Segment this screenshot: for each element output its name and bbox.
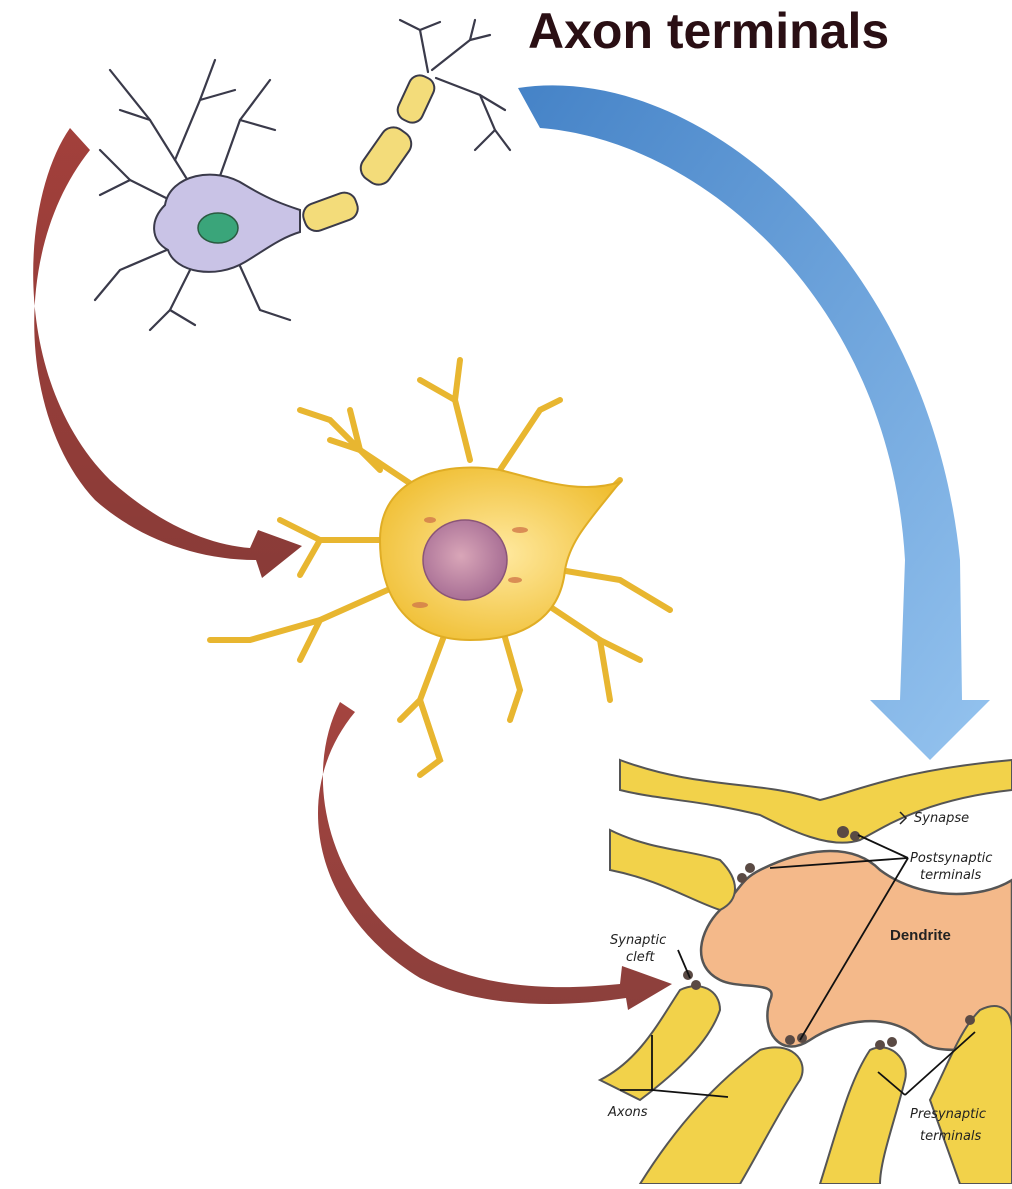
label-presynaptic-line1: Presynaptic [910, 1107, 986, 1122]
label-presynaptic-line2: terminals [920, 1129, 982, 1144]
neuron-illustration [95, 20, 510, 330]
label-synaptic-cleft-line2: cleft [626, 950, 655, 965]
synapse-illustration: Synapse Postsynaptic terminals Dendrite … [600, 760, 1012, 1184]
label-postsynaptic-line2: terminals [920, 868, 982, 883]
glial-nucleus [423, 520, 507, 600]
glial-cell-illustration [210, 360, 670, 775]
label-synaptic-cleft-line1: Synaptic [610, 933, 666, 948]
blue-arrow [518, 85, 990, 760]
label-dendrite: Dendrite [890, 927, 951, 944]
nucleus [198, 213, 238, 243]
label-axons: Axons [607, 1105, 648, 1120]
label-postsynaptic-line1: Postsynaptic [910, 851, 992, 866]
label-synapse: Synapse [914, 811, 969, 826]
diagram-title: Axon terminals [528, 2, 889, 60]
